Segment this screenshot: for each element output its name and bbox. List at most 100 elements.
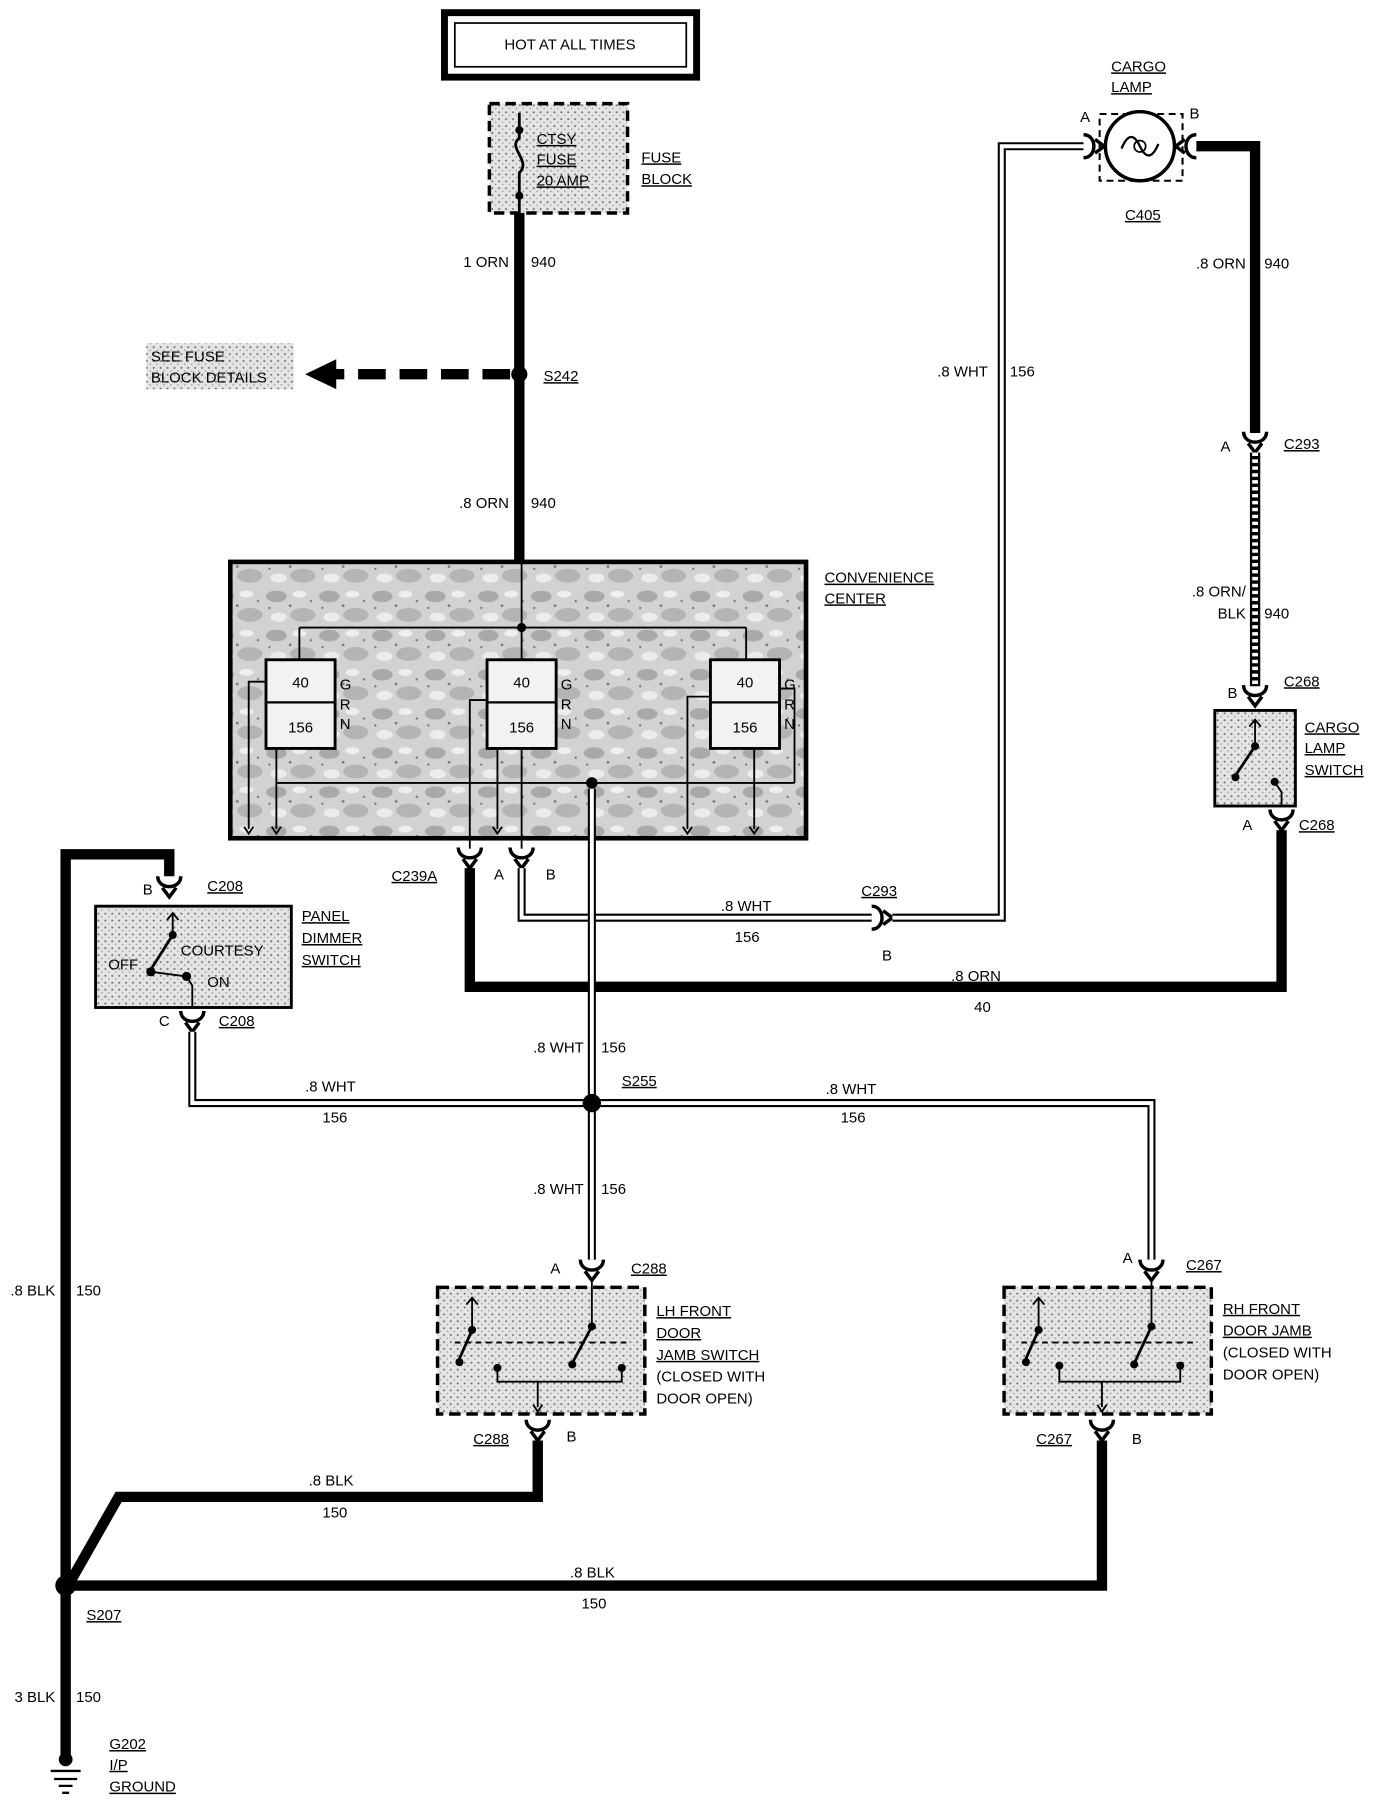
wire-c208-s255-circuit: 156 — [322, 1110, 347, 1127]
lh-switch-note-1: (CLOSED WITH — [656, 1369, 765, 1386]
connector-c267-pin-a-label: A — [1123, 1250, 1133, 1267]
wire-center-s255-circuit: 156 — [601, 1039, 626, 1056]
relay-module-1: 40 156 G R N — [264, 658, 352, 750]
wire-c293-c268-circuit: 940 — [1264, 605, 1289, 622]
wire-orn-40 — [464, 830, 1287, 992]
splice-s255-label: S255 — [622, 1073, 657, 1090]
convenience-center-bus-junction — [517, 622, 527, 633]
cargo-switch-contact — [1231, 773, 1240, 782]
dimmer-switch-output — [150, 970, 194, 1008]
connector-c208-pin-b — [156, 874, 183, 899]
connector-c293-pin-a — [1241, 430, 1269, 455]
wire-s255-c267-size-color: .8 WHT — [826, 1081, 877, 1098]
connector-c239a-label: C239A — [392, 868, 438, 885]
lh-switch-right-contact — [568, 1360, 577, 1369]
connector-c288-pin-b-label: B — [567, 1429, 577, 1446]
lh-switch-box — [435, 1285, 647, 1416]
fuse-block-label-1: FUSE — [641, 149, 681, 166]
fuse-name: CTSY — [537, 131, 577, 148]
connector-c239a-pin-a — [456, 845, 484, 870]
fuse-block-label-2: BLOCK — [641, 171, 692, 188]
fuse-block-outline — [487, 101, 630, 215]
lh-switch-left-blade — [458, 1329, 474, 1360]
cargo-lamp-switch-label-2: LAMP — [1305, 740, 1346, 757]
fuse-terminal-bottom — [515, 191, 524, 200]
ground-symbol-lines — [50, 1769, 81, 1794]
convenience-center-internal-wiring — [247, 680, 796, 849]
power-source-label: HOT AT ALL TIMES — [504, 37, 635, 54]
dimmer-switch-input — [166, 911, 180, 933]
lamp-filament-center — [1133, 139, 1147, 153]
rh-switch-right-blade — [1134, 1325, 1153, 1362]
connector-c267-pin-a — [1138, 1257, 1165, 1283]
connector-c405-label: C405 — [1125, 207, 1161, 224]
wire-c288-s207-circuit: 150 — [322, 1505, 347, 1522]
module-2-bottom-circuit: 156 — [509, 719, 534, 736]
wire-wht-156-to-c293-outline — [517, 868, 872, 922]
connector-c208-pin-b-label: B — [143, 882, 153, 899]
module-1-color-2: R — [340, 696, 351, 713]
module-1-color-1: G — [340, 677, 352, 694]
fuse-terminal-top — [515, 126, 524, 135]
splice-s207-dot — [55, 1575, 77, 1596]
connector-c267-label-lower: C267 — [1036, 1431, 1072, 1448]
module-3-color-2: R — [784, 696, 795, 713]
cargo-lamp-label-1: CARGO — [1111, 58, 1166, 75]
cargo-lamp-switch-label-1: CARGO — [1305, 719, 1360, 736]
connector-c268-label-upper: C268 — [1284, 673, 1320, 690]
wire-c288-s207-size-color: .8 BLK — [309, 1472, 354, 1489]
cargo-lamp: CARGO LAMP A B C405 — [1080, 58, 1199, 224]
module-3-color-3: N — [784, 716, 795, 733]
connector-c293-pin-b-label: B — [882, 947, 892, 964]
convenience-center-label-1: CONVENIENCE — [824, 570, 934, 587]
rh-switch-note-2: DOOR OPEN) — [1223, 1366, 1319, 1383]
wire-s255-c288-size-color: .8 WHT — [533, 1181, 584, 1198]
wire-lamp-c293-size-color: .8 ORN — [1196, 255, 1246, 272]
connector-c288-pin-a-label: A — [550, 1260, 560, 1277]
panel-dimmer-switch-label-2: DIMMER — [302, 930, 363, 947]
lh-switch-output — [496, 1367, 623, 1408]
wire-s207-ground-circuit: 150 — [76, 1689, 101, 1706]
module-3-color-1: G — [784, 677, 796, 694]
dashed-arrow-head — [305, 359, 337, 390]
module-1-top-circuit: 40 — [292, 674, 309, 691]
panel-dimmer-switch-label-1: PANEL — [302, 908, 350, 925]
connector-c405-pin-a — [1081, 132, 1106, 160]
wire-s207-ground-size-color: 3 BLK — [15, 1689, 56, 1706]
splice-s207-label: S207 — [86, 1607, 121, 1624]
module-1-bottom-circuit: 156 — [288, 719, 313, 736]
rh-switch-output — [1058, 1365, 1182, 1408]
dimmer-switch-wiper — [149, 934, 174, 971]
connector-c268-pin-a-label: A — [1242, 817, 1252, 834]
dimmer-position-off: OFF — [108, 957, 138, 974]
splice-s242-label: S242 — [543, 368, 578, 385]
module-3-top-circuit: 40 — [737, 674, 754, 691]
rh-door-jamb-switch: A C267 RH FRONT DOOR JAMB (CLOSED WITH D… — [1002, 1250, 1332, 1448]
module-3-body — [709, 658, 781, 750]
wire-wht-156-cross — [190, 1031, 1154, 1260]
connector-c268-pin-b-label: B — [1227, 685, 1237, 702]
wire-c293-lamp-circuit: 156 — [1010, 364, 1035, 381]
wire-center-s255-size-color: .8 WHT — [533, 1039, 584, 1056]
module-2-color-2: R — [561, 696, 572, 713]
see-fuse-note-line-1: SEE FUSE — [151, 349, 225, 366]
ground-icon — [50, 1752, 81, 1794]
rh-switch-note-1: (CLOSED WITH — [1223, 1345, 1332, 1362]
module-1-color-3: N — [340, 716, 351, 733]
rh-switch-left-blade — [1024, 1329, 1040, 1360]
wire-c208-s207-circuit: 150 — [76, 1282, 101, 1299]
rh-switch-label-2: DOOR JAMB — [1223, 1323, 1312, 1340]
module-1-body — [264, 658, 337, 750]
ground-label-2: GROUND — [109, 1779, 176, 1796]
rh-switch-left-input — [1032, 1296, 1046, 1327]
wire-c293-c268-size-color-1: .8 ORN/ — [1192, 583, 1247, 600]
dimmer-position-on: ON — [207, 974, 229, 991]
wire-wht-156-to-lamp — [892, 144, 1084, 920]
wire-wht-156-cross-outline — [188, 1031, 1156, 1260]
convenience-center-156-junction — [586, 777, 598, 789]
connector-c239a-pin-b — [508, 845, 535, 870]
wire-blk-150-left — [60, 849, 175, 1756]
module-2-color-1: G — [561, 677, 573, 694]
see-fuse-note-line-2: BLOCK DETAILS — [151, 369, 267, 386]
